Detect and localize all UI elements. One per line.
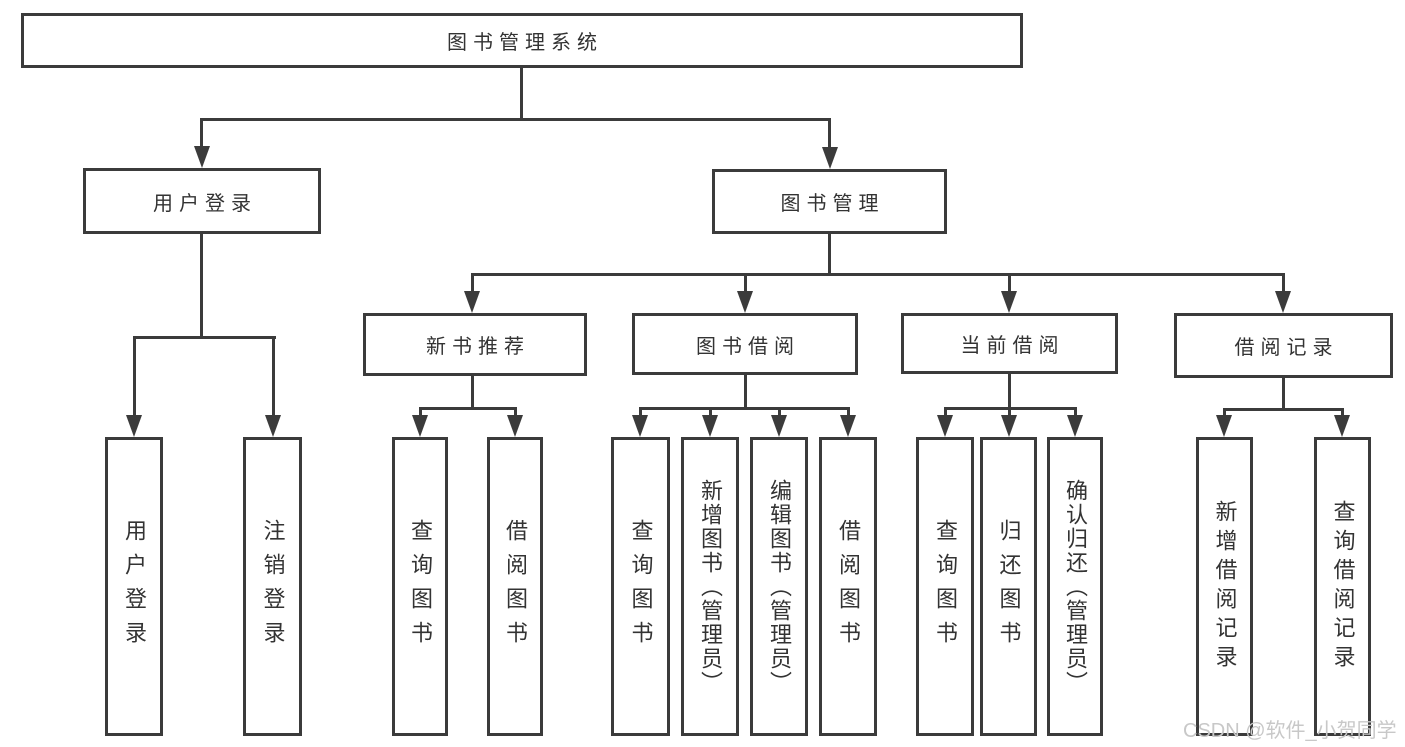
connector-line: [200, 118, 203, 146]
connector-line: [1074, 407, 1077, 415]
connector-line: [847, 407, 850, 415]
watermark: CSDN @软件_小贺同学: [1183, 720, 1397, 742]
leaf-query-books-borrowing: 查询图书: [611, 437, 670, 736]
leaf-query-borrow-record: 查询借阅记录: [1314, 437, 1371, 736]
node-label: 当前借阅: [960, 335, 1065, 357]
arrow-down-icon: [737, 291, 753, 313]
arrow-down-icon: [771, 415, 787, 437]
node-library-management-system: 图书管理系统: [21, 13, 1023, 68]
arrow-down-icon: [632, 415, 648, 437]
arrow-down-icon: [702, 415, 718, 437]
arrow-down-icon: [822, 147, 838, 169]
leaf-borrow-books: 借阅图书: [819, 437, 877, 736]
leaf-add-borrow-record: 新增借阅记录: [1196, 437, 1253, 736]
node-book-management: 图书管理: [712, 169, 947, 234]
connector-line: [828, 118, 831, 147]
connector-line: [744, 273, 747, 291]
connector-line: [1282, 378, 1285, 408]
connector-line: [514, 407, 517, 415]
connector-line: [471, 376, 474, 407]
node-borrowing-records: 借阅记录: [1174, 313, 1393, 378]
node-book-borrowing: 图书借阅: [632, 313, 858, 375]
arrow-down-icon: [1334, 415, 1350, 437]
leaf-add-book-admin: 新增图书（管理员）: [681, 437, 739, 736]
connector-line: [828, 234, 831, 273]
connector-line: [639, 407, 642, 415]
leaf-query-books-current: 查询图书: [916, 437, 974, 736]
connector-line: [200, 234, 203, 336]
connector-line: [133, 336, 276, 339]
connector-line: [200, 118, 831, 121]
connector-line: [944, 407, 947, 415]
leaf-edit-book-admin: 编辑图书（管理员）: [750, 437, 808, 736]
connector-line: [471, 273, 1284, 276]
connector-line: [1008, 374, 1011, 407]
leaf-borrow-books-recommend: 借阅图书: [487, 437, 543, 736]
leaf-query-books-recommend: 查询图书: [392, 437, 448, 736]
connector-line: [471, 273, 474, 291]
arrow-down-icon: [265, 415, 281, 437]
connector-line: [520, 68, 523, 118]
connector-line: [1282, 273, 1285, 291]
connector-line: [744, 375, 747, 407]
arrow-down-icon: [194, 146, 210, 168]
node-label: 图书借阅: [696, 335, 800, 358]
leaf-logout: 注销登录: [243, 437, 302, 736]
node-new-book-recommend: 新书推荐: [363, 313, 587, 376]
node-user-login: 用户登录: [83, 168, 321, 234]
leaf-user-login: 用户登录: [105, 437, 163, 736]
connector-line: [778, 407, 781, 415]
connector-line: [133, 336, 136, 415]
arrow-down-icon: [126, 415, 142, 437]
connector-line: [272, 336, 275, 415]
node-label: 用户登录: [153, 192, 257, 215]
arrow-down-icon: [1067, 415, 1083, 437]
arrow-down-icon: [412, 415, 428, 437]
arrow-down-icon: [1216, 415, 1232, 437]
connector-line: [1223, 408, 1226, 415]
node-current-borrowing: 当前借阅: [901, 313, 1118, 374]
node-label: 图书管理: [780, 193, 885, 215]
arrow-down-icon: [464, 291, 480, 313]
node-label: 新书推荐: [426, 336, 530, 358]
arrow-down-icon: [507, 415, 523, 437]
connector-line: [1223, 408, 1344, 411]
node-label: 借阅记录: [1234, 337, 1339, 359]
connector-line: [419, 407, 422, 415]
connector-line: [419, 407, 517, 410]
connector-line: [709, 407, 712, 415]
leaf-confirm-return-admin: 确认归还（管理员）: [1047, 437, 1103, 736]
arrow-down-icon: [1001, 291, 1017, 313]
arrow-down-icon: [937, 415, 953, 437]
node-label: 图书管理系统: [447, 32, 603, 54]
connector-line: [1008, 273, 1011, 291]
connector-line: [1341, 408, 1344, 415]
connector-line: [639, 407, 849, 410]
arrow-down-icon: [1275, 291, 1291, 313]
arrow-down-icon: [1001, 415, 1017, 437]
connector-line: [1008, 407, 1011, 415]
leaf-return-books: 归还图书: [980, 437, 1037, 736]
arrow-down-icon: [840, 415, 856, 437]
